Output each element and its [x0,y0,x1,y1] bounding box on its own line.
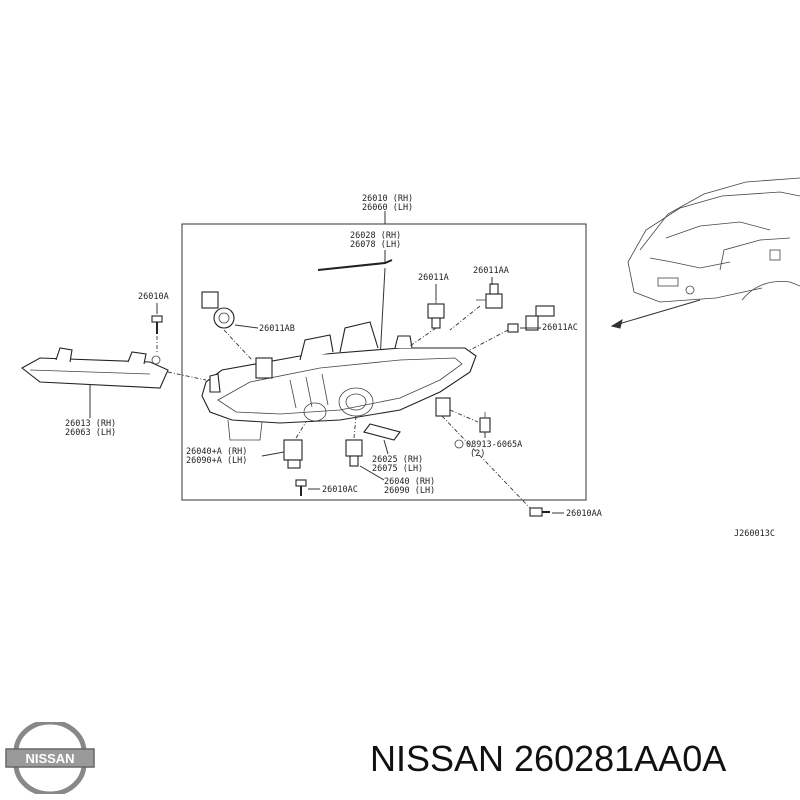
bulb-ab-part [201,291,235,329]
note-n-icon [454,439,464,449]
callout-module-a-lh: 26090+A (LH) [186,456,247,466]
part-caption: NISSAN 260281AA0A [370,738,727,779]
nissan-logo-icon: NISSAN [5,722,95,794]
callout-module-a-rh: 26040+A (RH) [186,447,247,457]
callout-side-lamp-lh: 26063 (LH) [65,428,116,438]
module-part [345,439,363,467]
side-lamp-part [21,347,169,389]
callout-headlamp-rh: 26010 (RH) [362,194,413,204]
assembly-frame [181,223,587,501]
callout-clip: 08913-6065A [466,440,522,450]
diagram-code: J260013C [734,529,775,539]
callout-bracket-rh: 26025 (RH) [372,455,423,465]
callout-headlamp-lh: 26060 (LH) [362,203,413,213]
callout-clip-qty: (2) [470,449,485,459]
clip-part [479,412,491,433]
callout-screw-a: 26010A [138,292,169,302]
screw-aa-part [529,507,550,517]
callout-module-rh: 26040 (RH) [384,477,435,487]
callout-bulb-ac: 26011AC [542,323,578,333]
screw-a-part [151,315,163,334]
callout-trim-lh: 26078 (LH) [350,240,401,250]
callout-side-lamp-rh: 26013 (RH) [65,419,116,429]
callout-bulb-ab: 26011AB [259,324,295,334]
screw-ac-part [295,479,307,496]
callout-bulb-a: 26011A [418,273,449,283]
bulb-ac-part [507,305,555,333]
callout-screw-ac: 26010AC [322,485,358,495]
callout-module-lh: 26090 (LH) [384,486,435,496]
callout-trim-rh: 26028 (RH) [350,231,401,241]
bulb-aa-part [476,283,503,309]
svg-text:NISSAN: NISSAN [25,751,74,766]
trim-strip-part [317,259,393,271]
callout-bulb-aa: 26011AA [473,266,509,276]
module-a-part [283,439,303,469]
headlamp-housing [201,321,477,441]
callout-bracket-lh: 26075 (LH) [372,464,423,474]
vehicle-location-sketch [627,177,800,303]
location-arrow [611,299,701,327]
callout-screw-aa: 26010AA [566,509,602,519]
